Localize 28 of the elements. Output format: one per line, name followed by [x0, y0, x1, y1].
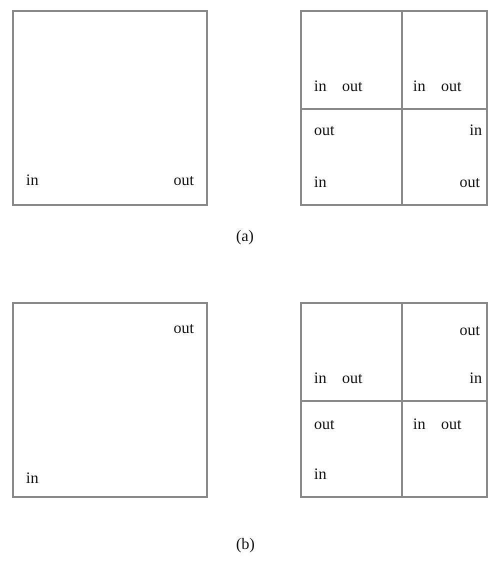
- port-label: out: [314, 122, 334, 140]
- port-label: out: [342, 370, 362, 388]
- port-label: out: [441, 416, 462, 434]
- subfigure-label: (b): [236, 536, 255, 554]
- port-label: in: [314, 370, 326, 388]
- port-label: in: [413, 416, 426, 434]
- port-label: in: [413, 78, 426, 96]
- port-label: out: [314, 416, 334, 434]
- subfigure-label: (a): [236, 228, 254, 246]
- port-label: out: [174, 320, 194, 338]
- port-label: in: [470, 370, 482, 388]
- port-label: out: [460, 322, 480, 340]
- square-box: [12, 302, 208, 498]
- port-label: in: [314, 174, 326, 192]
- grid-box: [300, 302, 488, 498]
- square-box: [12, 10, 208, 206]
- port-label: in: [26, 172, 38, 190]
- port-label: out: [174, 172, 194, 190]
- grid-cell: [401, 400, 486, 496]
- port-label: out: [460, 174, 480, 192]
- port-label: in: [26, 470, 38, 488]
- grid-box: [300, 10, 488, 206]
- port-label: in: [470, 122, 482, 140]
- port-label: out: [441, 78, 462, 96]
- port-label: in: [314, 466, 326, 484]
- grid-cell: [401, 108, 486, 204]
- port-label: out: [342, 78, 362, 96]
- port-label: in: [314, 78, 326, 96]
